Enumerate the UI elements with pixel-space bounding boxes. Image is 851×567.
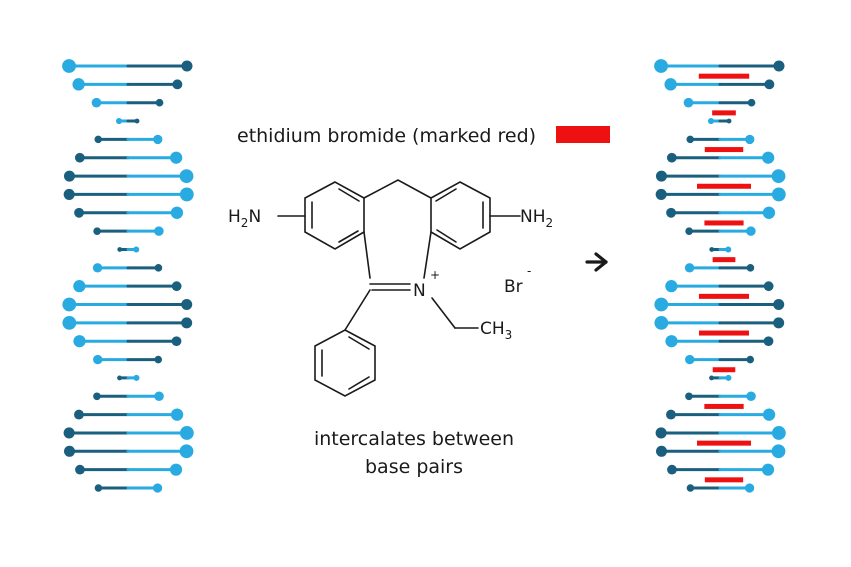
base-pair — [62, 297, 193, 312]
bromide-label: Br — [504, 277, 523, 297]
base-pair — [91, 97, 164, 108]
legend-red-swatch — [556, 126, 610, 143]
intercalator-marker — [704, 403, 744, 409]
base-pair — [92, 263, 163, 273]
base-pair — [94, 483, 163, 493]
dna-helix-right-with-intercalator — [654, 59, 786, 493]
base-pair — [666, 206, 776, 219]
ethidium-structure — [277, 179, 521, 397]
ring-left — [304, 181, 365, 250]
base-pair — [667, 463, 775, 476]
intercalator-marker — [704, 477, 744, 483]
ring-nitrogen-label: N — [413, 281, 426, 301]
intercalator-marker — [697, 440, 751, 446]
intercalator-marker — [698, 293, 750, 299]
intercalator-marker — [704, 220, 744, 226]
base-pair — [655, 169, 786, 183]
intercalator-marker — [712, 110, 736, 116]
intercalator-marker — [704, 147, 744, 153]
right-arrow-icon — [585, 252, 608, 272]
base-pair — [684, 263, 755, 273]
caption-intercalates-line2: base pairs — [365, 456, 463, 478]
base-pair — [93, 391, 164, 402]
intercalator-marker — [712, 367, 736, 373]
intercalator-marker — [697, 183, 751, 189]
base-pair — [665, 280, 774, 293]
base-pair — [74, 206, 184, 219]
base-pair — [686, 483, 755, 493]
intercalator-marker — [698, 73, 750, 79]
ring-center — [363, 179, 432, 279]
caption-ethidium-bromide: ethidium bromide (marked red) — [237, 125, 536, 147]
base-pair — [666, 408, 776, 421]
base-pair — [665, 335, 774, 348]
base-pair — [62, 315, 193, 330]
base-pair — [93, 354, 163, 365]
base-pair — [72, 78, 183, 91]
bromide-charge: - — [527, 264, 531, 278]
ring-right — [430, 181, 491, 250]
base-pair — [63, 169, 194, 183]
base-pair — [709, 374, 732, 381]
base-pair — [94, 134, 163, 145]
base-pair — [117, 374, 140, 381]
amine-left-label: H2N — [228, 207, 261, 230]
base-pair — [707, 117, 732, 125]
amine-right-label: NH2 — [520, 207, 553, 230]
base-pair — [654, 59, 785, 73]
intercalator-marker — [712, 257, 736, 263]
base-pair — [63, 426, 194, 440]
base-pair — [73, 335, 182, 348]
base-pair — [685, 226, 756, 236]
base-pair — [683, 97, 756, 108]
base-pair — [63, 187, 194, 202]
base-pair — [686, 134, 755, 145]
base-pair — [63, 444, 194, 459]
base-pair — [93, 226, 164, 236]
base-pair — [709, 246, 732, 253]
ring-nitrogen-charge: + — [430, 268, 440, 282]
base-pair — [655, 444, 786, 459]
base-pair — [654, 315, 785, 330]
base-pair — [655, 426, 786, 440]
caption-intercalates-line1: intercalates between — [314, 428, 514, 450]
base-pair — [75, 463, 183, 476]
dna-helix-left — [62, 59, 194, 493]
base-pair — [74, 151, 183, 164]
base-pair — [115, 117, 140, 125]
ethyl-label: CH3 — [480, 319, 512, 342]
base-pair — [62, 59, 193, 73]
base-pair — [73, 280, 182, 293]
base-pair — [654, 297, 785, 312]
base-pair — [74, 408, 184, 421]
base-pair — [685, 354, 755, 365]
base-pair — [664, 78, 775, 91]
base-pair — [655, 187, 786, 202]
base-pair — [117, 246, 140, 253]
base-pair — [666, 151, 775, 164]
base-pair — [685, 391, 756, 402]
intercalator-marker — [699, 330, 749, 336]
ring-phenyl — [314, 329, 376, 397]
